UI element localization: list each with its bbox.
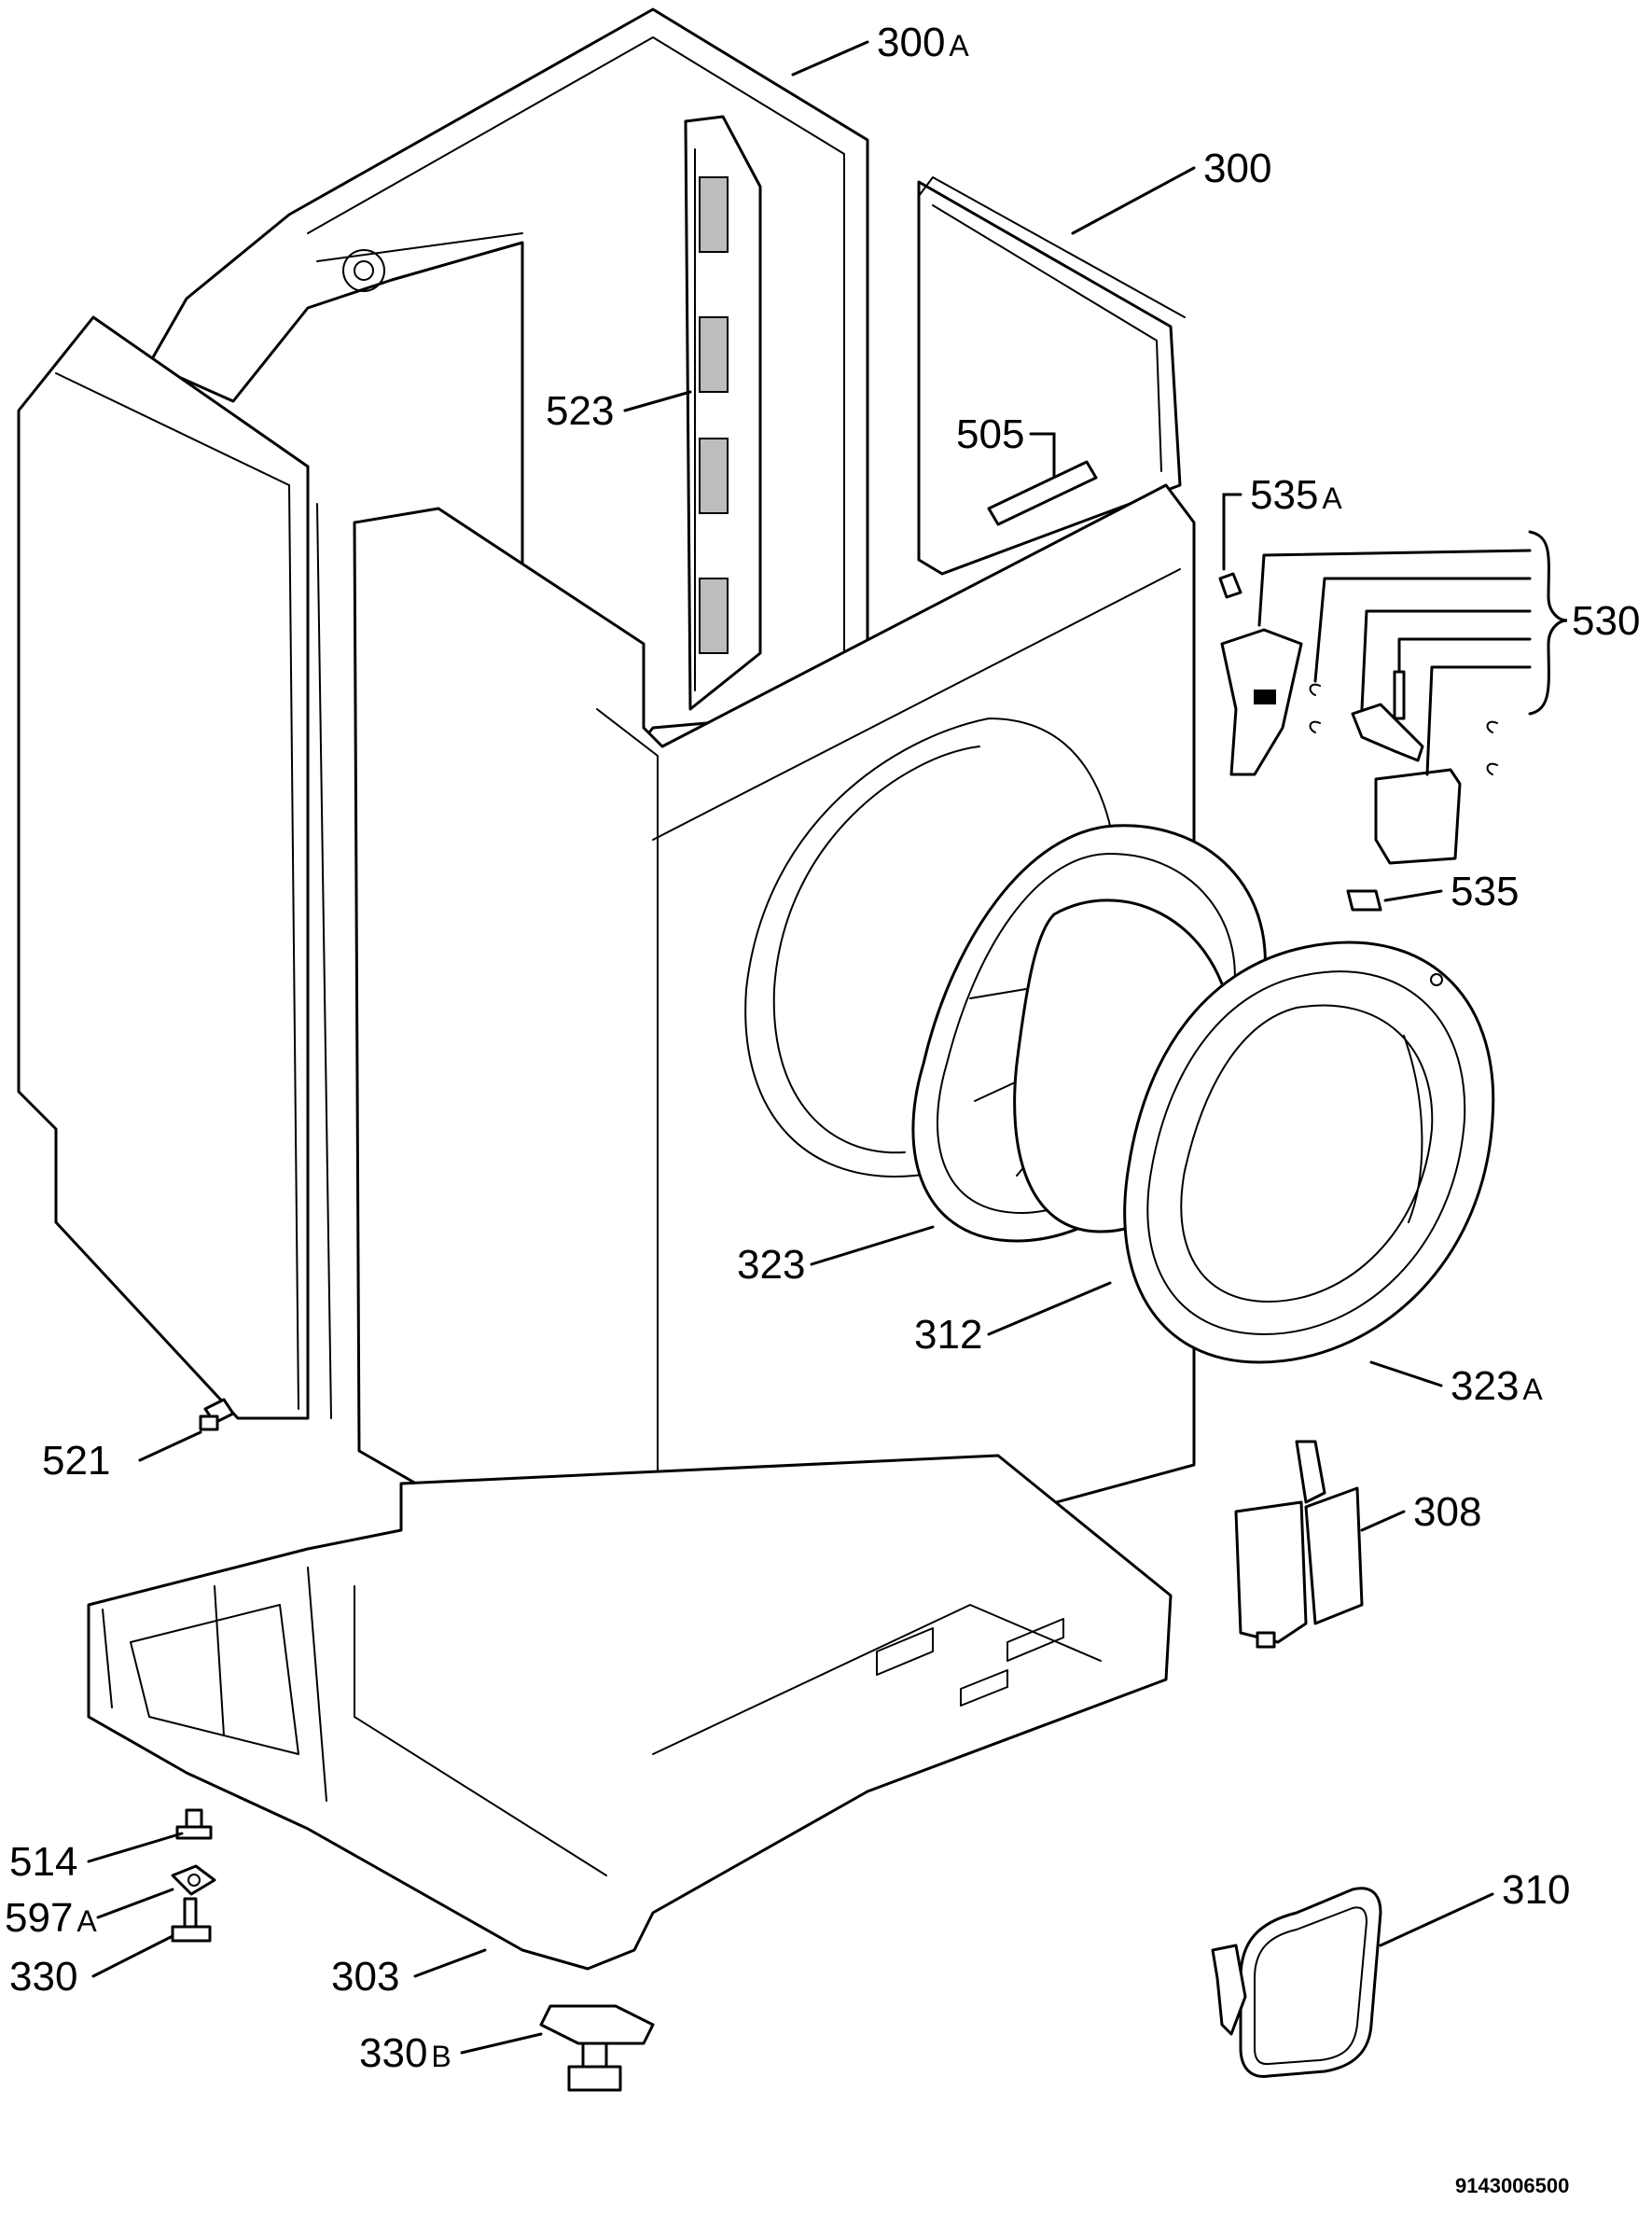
hinge-308 [1234, 1440, 1364, 1649]
leader-514 [87, 1832, 184, 1863]
label-310: 310 [1502, 1867, 1570, 1913]
label-300: 300 [1203, 146, 1271, 191]
bracket-530 [1528, 530, 1568, 716]
label-521: 521 [42, 1438, 110, 1484]
document-number: 9143006500 [1455, 2174, 1569, 2197]
leader-312 [987, 1281, 1112, 1336]
leader-530-d [1397, 637, 1532, 674]
label-530: 530 [1572, 598, 1640, 644]
foot-screw-330 [171, 1897, 212, 1943]
leader-535a [1222, 493, 1242, 571]
leader-330 [91, 1934, 174, 1978]
leader-530-e [1425, 665, 1532, 776]
label-514: 514 [9, 1839, 77, 1885]
leader-323 [810, 1225, 935, 1266]
leader-330b [460, 2032, 543, 2055]
latch-group-530 [1218, 572, 1498, 912]
service-flap-310 [1211, 1887, 1382, 2078]
label-303: 303 [331, 1954, 399, 2000]
bracket-523 [684, 115, 762, 711]
leader-303 [413, 1948, 487, 1978]
leader-310 [1379, 1892, 1494, 1947]
foot-330b [539, 2004, 655, 2092]
leader-300a [791, 40, 869, 77]
label-505: 505 [956, 411, 1024, 457]
rod-505 [987, 460, 1098, 526]
nut-597a [171, 1864, 216, 1896]
leader-505 [1029, 432, 1056, 478]
right-cabinet-300 [917, 176, 1186, 576]
leader-530-c [1360, 609, 1532, 711]
leader-323a [1369, 1360, 1443, 1387]
label-535: 535 [1451, 869, 1519, 914]
leader-523 [623, 390, 692, 412]
leader-530-a [1257, 549, 1532, 627]
leader-535 [1383, 889, 1443, 902]
label-308: 308 [1413, 1489, 1481, 1535]
leader-597a [96, 1888, 174, 1919]
base-frame-303 [87, 1454, 1173, 1971]
label-523: 523 [546, 388, 614, 434]
leader-521 [138, 1430, 202, 1462]
leader-308 [1360, 1510, 1406, 1532]
label-323: 323 [737, 1242, 805, 1288]
leader-lines [87, 40, 1568, 2055]
label-312: 312 [914, 1312, 982, 1358]
left-side-panel [17, 315, 332, 1420]
leader-300 [1071, 166, 1196, 235]
door-323a [1123, 941, 1495, 1364]
label-330: 330 [9, 1954, 77, 2000]
leader-530-b [1313, 577, 1532, 683]
front-panel [353, 483, 1196, 1616]
screw-521 [199, 1398, 235, 1431]
